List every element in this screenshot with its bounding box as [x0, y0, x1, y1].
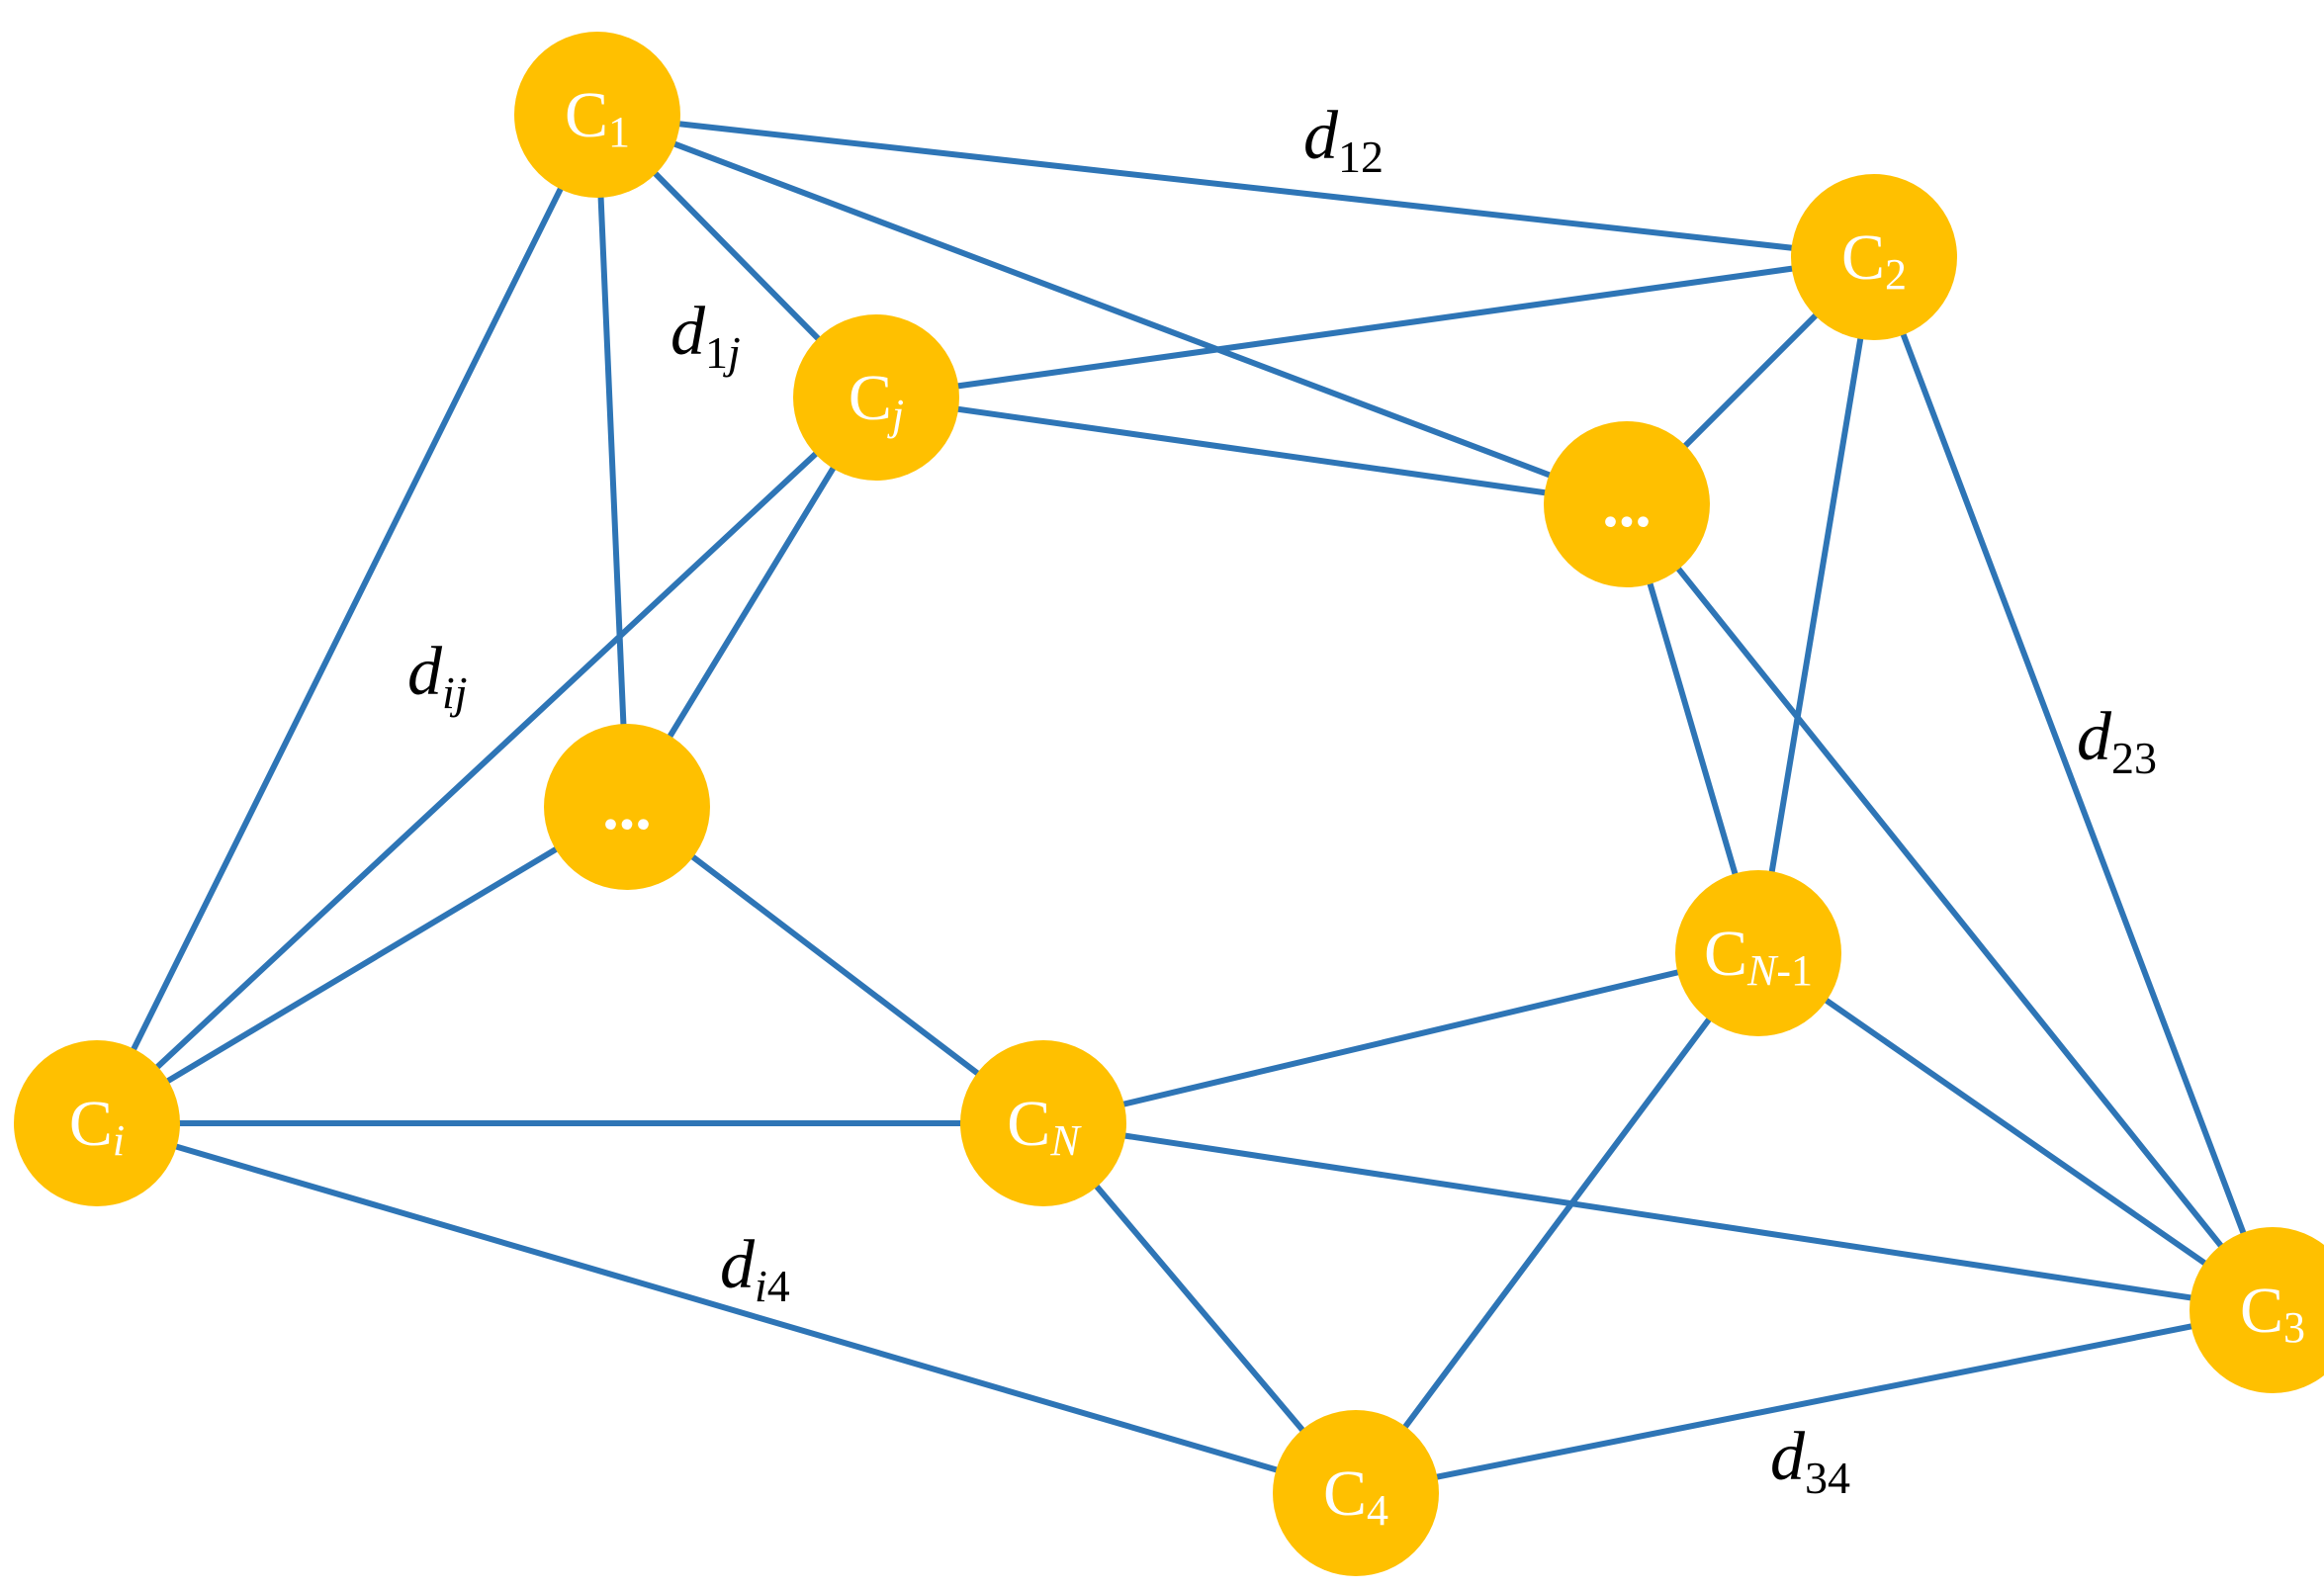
node-label-ci: Ci — [69, 1088, 125, 1165]
node-circle-c3 — [2190, 1227, 2324, 1393]
edge-label-di4: di4 — [720, 1227, 790, 1311]
edge-cn1-c4 — [1353, 950, 1761, 1496]
edge-c1-c2 — [594, 112, 1877, 260]
node-dots-left: ... — [544, 724, 710, 890]
edge-label-d34: d34 — [1770, 1419, 1850, 1503]
edge-cn-cn1 — [1040, 950, 1761, 1126]
edge-label-dij: dij — [407, 634, 468, 718]
node-circle-c2 — [1791, 174, 1957, 340]
edge-cj-ci — [94, 395, 879, 1126]
node-c3: C3 — [2190, 1227, 2324, 1393]
node-circle-dots-left — [544, 724, 710, 890]
node-c2: C2 — [1791, 174, 1957, 340]
node-circle-cj — [793, 314, 959, 481]
node-label-dots-left: ... — [602, 771, 652, 843]
node-label-c2: C2 — [1841, 221, 1907, 299]
node-cj: Cj — [793, 314, 959, 481]
node-label-cn1: CN-1 — [1704, 918, 1813, 995]
edge-c2-cn1 — [1755, 254, 1877, 956]
node-label-c1: C1 — [565, 79, 630, 156]
node-ci: Ci — [14, 1040, 180, 1206]
node-circle-c4 — [1273, 1410, 1439, 1576]
edge-c2-c3 — [1871, 254, 2276, 1313]
edge-c1-ci — [94, 112, 600, 1126]
edge-label-d1j: d1j — [670, 294, 741, 378]
node-cn: CN — [960, 1040, 1126, 1206]
node-label-cn: CN — [1007, 1088, 1082, 1165]
edge-dots-left-cn — [624, 804, 1046, 1126]
edge-c1-dots-left — [594, 112, 630, 810]
node-c1: C1 — [514, 32, 680, 198]
edge-dots-left-ci — [94, 804, 630, 1126]
edge-labels-layer: d12 d1j dij d23 di4 d34 — [407, 98, 2157, 1503]
edge-c2-cj — [873, 254, 1877, 400]
edge-label-d12: d12 — [1303, 98, 1384, 182]
node-c4: C4 — [1273, 1410, 1439, 1576]
edge-cj-dots-right — [873, 395, 1630, 507]
edge-cn-c3 — [1040, 1120, 2276, 1313]
node-cn1: CN-1 — [1675, 870, 1841, 1036]
node-label-c4: C4 — [1323, 1458, 1388, 1535]
node-circle-c1 — [514, 32, 680, 198]
node-circle-ci — [14, 1040, 180, 1206]
node-label-dots-right: ... — [1602, 469, 1652, 541]
node-circle-cn1 — [1675, 870, 1841, 1036]
edge-c4-c3 — [1353, 1307, 2276, 1496]
edge-ci-c4 — [94, 1120, 1359, 1496]
edge-c1-dots-right — [594, 112, 1630, 507]
node-dots-right: ... — [1544, 421, 1710, 587]
node-circle-cn — [960, 1040, 1126, 1206]
node-label-cj: Cj — [849, 362, 904, 439]
edge-cn1-c3 — [1755, 950, 2276, 1313]
edge-label-d23: d23 — [2077, 699, 2157, 783]
node-circle-dots-right — [1544, 421, 1710, 587]
edge-dots-right-c3 — [1624, 501, 2276, 1313]
edges-layer — [94, 112, 2276, 1496]
node-label-c3: C3 — [2240, 1275, 2305, 1352]
